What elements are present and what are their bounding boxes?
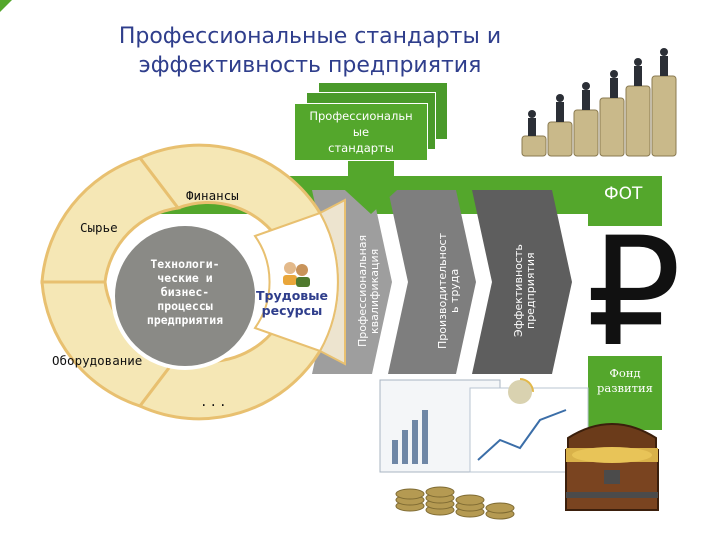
standards-line-3: стандарты: [328, 141, 394, 155]
fund-line-1: Фонд: [609, 366, 641, 380]
efficiency-label: Эффективность предприятия: [512, 218, 543, 364]
people-icon: [283, 262, 310, 287]
title-line-2: эффективность предприятия: [138, 53, 482, 78]
fund-line-2: развития: [597, 381, 653, 395]
coins-illustration: [521, 48, 677, 157]
professional-standards-box: Профессиональн ые стандарты: [294, 103, 428, 161]
center-circle: [111, 222, 259, 370]
efficiency-line-2: предприятия: [524, 252, 537, 330]
center-line-3: бизнес-: [160, 285, 210, 299]
title-line-1: Профессиональные стандарты и: [118, 24, 502, 49]
finance-label: Финансы: [186, 188, 239, 203]
arrow-productivity: [388, 190, 476, 374]
qualification-line-2: квалификация: [368, 248, 381, 334]
productivity-label: Производительност ь труда: [436, 218, 467, 364]
center-processes-text: Технологи- ческие и бизнес- процессы пре…: [120, 257, 250, 327]
page-title: Профессиональные стандарты и эффективнос…: [60, 22, 560, 80]
treasure-chest-illustration: [565, 423, 659, 511]
raw-materials-label: Сырье: [80, 220, 118, 235]
qualification-label: Профессиональная квалификация: [356, 218, 387, 364]
center-line-4: процессы: [157, 299, 213, 313]
standards-line-1: Профессиональн: [309, 109, 413, 123]
center-line-5: предприятия: [146, 313, 224, 327]
finance-charts-illustration: [379, 378, 589, 520]
arrow-efficiency: [472, 190, 572, 374]
labor-line-1: Трудовые: [256, 288, 328, 303]
slide-corner-decoration: [0, 0, 12, 12]
ruble-panel: [584, 226, 664, 356]
development-fund-label: Фонд развития: [588, 366, 662, 396]
down-arrow: [334, 160, 408, 214]
segment-finance: [137, 143, 323, 245]
other-label: ...: [200, 394, 229, 409]
labor-resources-label: Трудовые ресурсы: [252, 288, 332, 318]
equipment-label: Оборудование: [52, 353, 143, 368]
ruble-icon: ₽: [586, 206, 682, 380]
center-line-1: Технологи-: [150, 257, 220, 271]
productivity-line-2: ь труда: [448, 268, 461, 314]
segmented-circle: [40, 143, 346, 421]
fot-label: ФОТ: [604, 184, 643, 204]
labor-line-2: ресурсы: [261, 303, 323, 318]
center-line-2: ческие и: [157, 271, 213, 285]
standards-line-2: ые: [352, 125, 370, 139]
